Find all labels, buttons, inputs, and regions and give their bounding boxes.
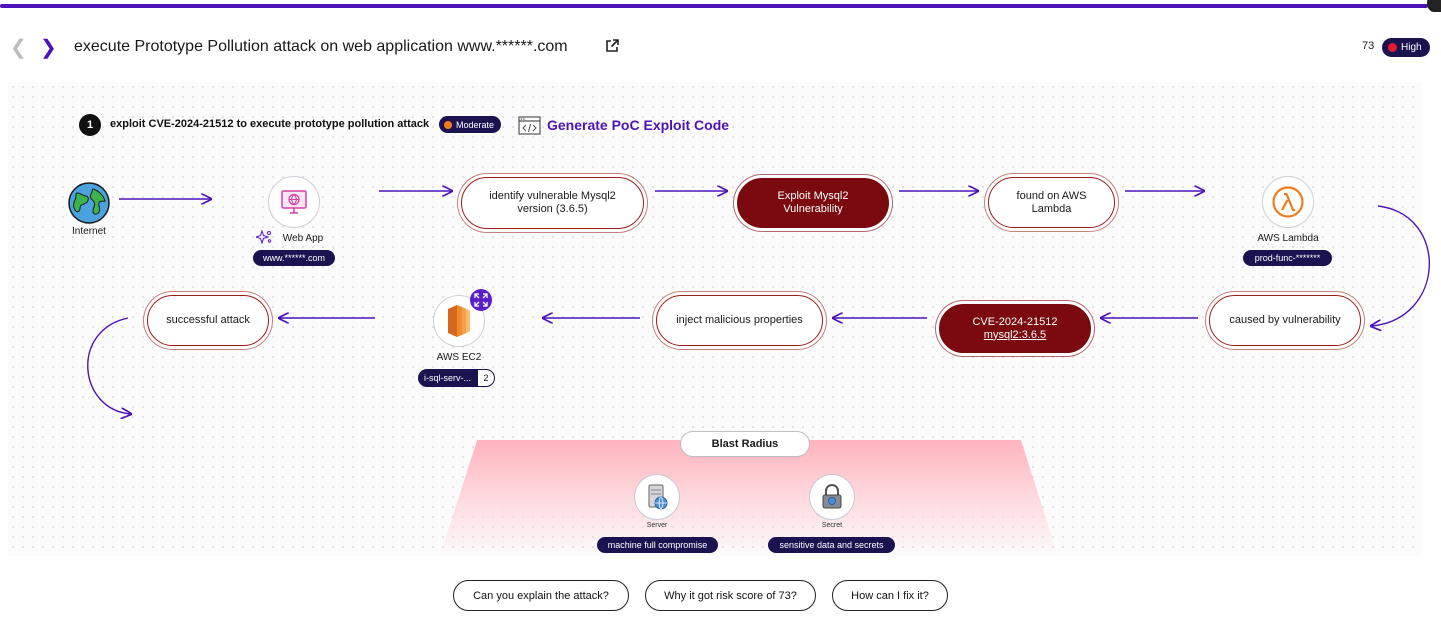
aws-ec2-label: AWS EC2	[436, 352, 482, 363]
step-cve-line2[interactable]: mysql2:3.6.5	[983, 328, 1047, 341]
arrow-lambda-caused	[1371, 205, 1430, 326]
aws-ec2-tag-text: i-sql-serv-...	[418, 369, 477, 387]
progress-bar	[0, 4, 1428, 8]
step-identify[interactable]: identify vulnerable Mysql2 version (3.6.…	[461, 177, 644, 229]
step-cve-line1: CVE-2024-21512	[972, 315, 1058, 328]
aws-lambda-tag[interactable]: prod-func-*******	[1243, 250, 1332, 266]
server-type-label: Server	[646, 522, 668, 529]
step-severity-badge: Moderate	[439, 116, 502, 133]
step-severity-label: Moderate	[456, 119, 495, 130]
chevron-left-icon[interactable]: ❮	[10, 37, 27, 59]
code-icon[interactable]	[518, 116, 541, 140]
web-app-circle	[268, 176, 320, 228]
aws-lambda-label: AWS Lambda	[1257, 233, 1319, 244]
web-app-tag[interactable]: www.******.com	[253, 250, 335, 266]
aws-ec2-tag[interactable]: i-sql-serv-... 2	[418, 369, 495, 387]
expand-icon[interactable]	[470, 289, 492, 311]
risk-score: 73	[1362, 40, 1375, 52]
blast-radius-area	[440, 440, 1058, 556]
secret-impact-tag: sensitive data and secrets	[768, 537, 895, 553]
server-icon	[634, 474, 680, 520]
globe-icon	[67, 181, 111, 230]
aws-lambda-circle	[1262, 176, 1314, 228]
severity-badge: High	[1382, 38, 1430, 57]
secret-type-label: Secret	[821, 522, 843, 529]
moderate-dot-icon	[444, 120, 452, 129]
step-found[interactable]: found on AWS Lambda	[988, 177, 1115, 228]
page-title: execute Prototype Pollution attack on we…	[74, 38, 568, 55]
step-inject[interactable]: inject malicious properties	[656, 295, 823, 346]
question-explain-attack[interactable]: Can you explain the attack?	[453, 580, 629, 611]
corner-indicator	[1427, 0, 1441, 12]
step-exploit-line2: Vulnerability	[783, 203, 843, 215]
header: ❮ ❯ execute Prototype Pollution attack o…	[0, 34, 1441, 62]
chevron-right-icon[interactable]: ❯	[40, 37, 57, 59]
server-impact-tag: machine full compromise	[597, 537, 718, 553]
question-risk-score[interactable]: Why it got risk score of 73?	[645, 580, 816, 611]
question-how-fix[interactable]: How can I fix it?	[832, 580, 948, 611]
aws-ec2-count: 2	[477, 369, 495, 387]
web-app-label: Web App	[282, 233, 324, 244]
blast-radius-label: Blast Radius	[680, 431, 810, 457]
arrow-success-out	[87, 317, 131, 414]
step-success[interactable]: successful attack	[147, 295, 269, 346]
internet-label: Internet	[72, 226, 106, 237]
step-caused[interactable]: caused by vulnerability	[1209, 295, 1361, 346]
ai-sparkle-icon	[254, 229, 272, 249]
ec2-icon	[448, 305, 470, 337]
external-link-icon[interactable]	[604, 38, 620, 59]
step-title: exploit CVE-2024-21512 to execute protot…	[110, 118, 430, 130]
severity-dot-icon	[1388, 43, 1397, 52]
aws-ec2-circle	[433, 295, 485, 347]
lock-icon	[809, 474, 855, 520]
monitor-web-icon	[281, 190, 307, 214]
lambda-icon	[1272, 186, 1304, 218]
generate-poc-link[interactable]: Generate PoC Exploit Code	[547, 117, 730, 133]
severity-label: High	[1401, 42, 1422, 53]
step-number: 1	[79, 114, 101, 136]
step-exploit-line1: Exploit Mysql2	[777, 190, 849, 202]
